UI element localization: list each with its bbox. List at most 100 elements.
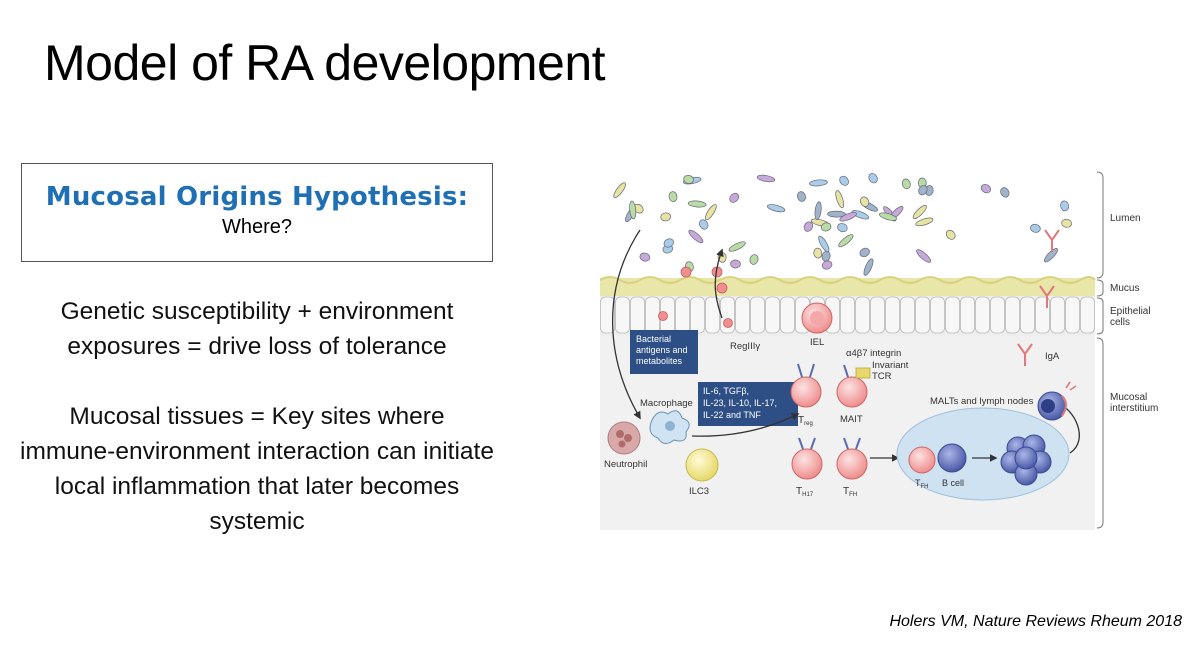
svg-text:Mucosal interstitium: Mucosal interstitium: [1110, 392, 1158, 414]
hypothesis-box: Mucosal Origins Hypothesis: Where?: [21, 163, 493, 262]
label-tfh-malt: T: [915, 478, 921, 488]
label-regiii: RegIIIγ: [730, 341, 760, 352]
b-cell-cluster: [1000, 434, 1052, 486]
bacterium: [704, 204, 717, 221]
epithelial-cell: [1065, 296, 1080, 334]
svg-text:Epithelial cells: Epithelial cells: [1110, 306, 1153, 328]
bacterium: [728, 241, 746, 252]
svg-text:TH17: TH17: [796, 486, 814, 498]
hypothesis-title: Mucosal Origins Hypothesis:: [45, 182, 469, 212]
epithelial-cell: [675, 296, 690, 334]
epithelial-cell: [915, 296, 930, 334]
bacterium: [687, 200, 707, 208]
epithelial-cell: [990, 296, 1005, 334]
bacterium: [860, 196, 870, 207]
cytokine-line-3: IL-22 and TNF: [703, 410, 761, 420]
tfh-cell: [836, 448, 868, 480]
epithelial-cell: [600, 296, 615, 334]
bacterium: [613, 182, 626, 198]
bacterium: [803, 221, 814, 232]
ilc3-cell: [685, 448, 719, 482]
epithelial-cell: [930, 296, 945, 334]
bacterium: [1044, 248, 1058, 263]
bacterium: [809, 179, 828, 187]
label-invariant: Invariant: [872, 360, 909, 371]
bacterium: [749, 254, 759, 265]
arrow-regiii-to-lumen: [714, 248, 724, 319]
treg-cell: [790, 376, 822, 408]
bacterium: [766, 204, 786, 213]
bacterium: [729, 192, 740, 203]
epithelial-cell: [960, 296, 975, 334]
bacterium: [813, 247, 823, 259]
epithelial-cell: [1050, 296, 1065, 334]
layer-label-epithelial-1: Epithelial: [1110, 306, 1151, 317]
epithelial-cell: [780, 296, 795, 334]
iga-antibodies: [1017, 229, 1060, 366]
label-integrin: α4β7 integrin: [846, 348, 901, 359]
epithelial-cell: [855, 296, 870, 334]
bacterium: [1000, 187, 1010, 198]
epithelial-cell: [885, 296, 900, 334]
svg-text:TFH: TFH: [915, 478, 929, 490]
epithelial-cell: [765, 296, 780, 334]
label-treg-sub: reg: [804, 421, 813, 427]
svg-text:Bacterial antigens and: Bacterial antigens and metabolites: [636, 334, 690, 366]
label-malts: MALTs and lymph nodes: [930, 396, 1034, 407]
bacterium: [839, 175, 849, 186]
bacterium: [868, 173, 878, 184]
layer-label-epithelial-2: cells: [1110, 317, 1130, 328]
epithelial-cell: [945, 296, 960, 334]
bacterium: [839, 212, 857, 222]
bacterium: [699, 219, 709, 230]
label-tfh-malt-sub: FH: [921, 484, 929, 490]
label-treg: T: [798, 415, 804, 426]
bacterium: [1060, 200, 1069, 212]
bacterium: [814, 201, 822, 220]
bacterium: [821, 260, 833, 270]
label-th17-sub: H17: [802, 492, 814, 498]
label-ilc3: ILC3: [689, 486, 709, 497]
bacterium: [918, 185, 928, 196]
cytokines-box: [698, 382, 798, 426]
bacterium: [837, 223, 848, 233]
invariant-tcr: [855, 367, 871, 379]
layer-label-mucosal: Mucosal: [1110, 392, 1147, 403]
bacterium: [730, 259, 741, 269]
label-iga: IgA: [1045, 351, 1060, 362]
epithelial-cell: [840, 296, 855, 334]
bacterium: [629, 200, 637, 220]
slide-title: Model of RA development: [44, 35, 606, 91]
epithelial-cell: [615, 296, 630, 334]
bacterium: [835, 190, 845, 209]
epithelial-cell: [630, 296, 645, 334]
bacterium: [668, 191, 678, 202]
layer-label-mucus: Mucus: [1110, 283, 1139, 294]
epithelial-cells: [600, 296, 1095, 334]
arrow-bacteria-to-macrophage: [612, 229, 641, 420]
layer-label-lumen: Lumen: [1110, 213, 1141, 224]
label-th17: T: [796, 486, 802, 497]
label-macrophage: Macrophage: [640, 398, 693, 409]
bacterium: [827, 210, 846, 218]
bacterium: [639, 252, 651, 262]
epithelial-cell: [1005, 296, 1020, 334]
bacterium: [878, 212, 898, 221]
arrow-cytokines: [691, 413, 800, 437]
b-cell: [937, 443, 967, 473]
bacterium: [820, 222, 832, 232]
bacterium: [838, 234, 854, 248]
bacterial-label-line-3: metabolites: [636, 356, 683, 366]
bacterium: [912, 204, 927, 220]
mait-cell: [836, 376, 868, 408]
bacterium: [901, 178, 911, 190]
epithelial-cell: [750, 296, 765, 334]
bacterium: [660, 212, 672, 222]
epithelial-cell: [645, 296, 660, 334]
regiii-peptides: [658, 266, 733, 328]
epithelial-cell: [1020, 296, 1035, 334]
epithelial-cell: [1080, 296, 1095, 334]
epithelial-cell: [690, 296, 705, 334]
mucosal-diagram: Lumen Mucus Epithelial cells Mucosal int…: [600, 168, 1158, 530]
cytokine-line-1: IL-6, TGFβ,: [703, 386, 749, 396]
